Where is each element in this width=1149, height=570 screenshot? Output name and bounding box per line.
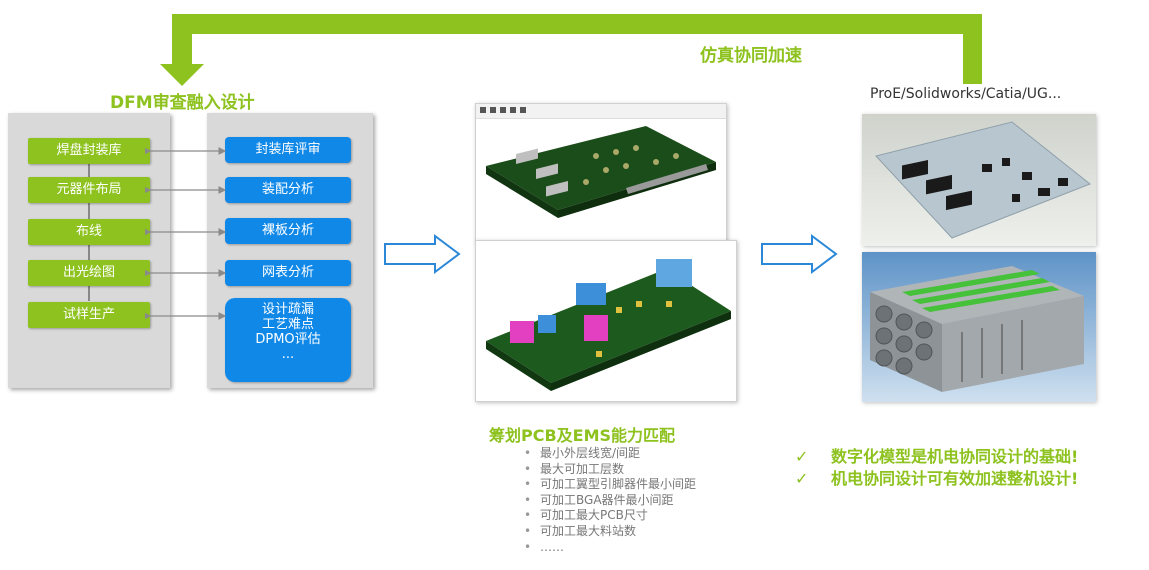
review-bare-board: 裸板分析: [225, 218, 351, 244]
review-summary-box: 设计疏漏 工艺难点 DPMO评估 ...: [225, 298, 351, 382]
conclusion-line: ✓数字化模型是机电协同设计的基础!: [795, 447, 1079, 466]
pcb-capability-list: •最小外层线宽/间距 •最大可加工层数 •可加工翼型引脚器件最小间距 •可加工B…: [524, 446, 696, 555]
mechanical-plate-image: [862, 114, 1096, 246]
link-arrows: [145, 147, 227, 320]
step-routing: 布线: [28, 219, 150, 245]
review-summary-line: DPMO评估: [255, 332, 321, 347]
list-item: •可加工翼型引脚器件最小间距: [524, 477, 697, 492]
review-summary-line: 工艺难点: [261, 317, 314, 332]
list-item: •可加工最大料站数: [524, 523, 637, 538]
list-item: •可加工BGA器件最小间距: [524, 492, 674, 507]
pcb-assembly-drawing: [483, 259, 731, 391]
pcb-layout-image: [475, 103, 727, 243]
flow-arrow-right-icon: [761, 234, 838, 274]
conclusion-line: ✓机电协同设计可有效加速整机设计!: [795, 469, 1079, 488]
list-item: •……: [524, 539, 564, 554]
review-summary-line: ...: [281, 347, 295, 362]
plate-drawing: [875, 121, 1091, 239]
review-summary-line: 设计疏漏: [261, 302, 314, 317]
list-item: •最大可加工层数: [524, 461, 625, 476]
dfm-title: DFM审查融入设计: [110, 93, 255, 113]
chassis-drawing: [870, 266, 1084, 392]
step-pad-library: 焊盘封装库: [28, 138, 150, 164]
step-prototype: 试样生产: [28, 302, 150, 328]
arrow-head-down-icon: [160, 64, 204, 86]
review-package-library: 封装库评审: [225, 137, 351, 163]
step-placement: 元器件布局: [28, 177, 150, 203]
pcb-board-drawing: [480, 107, 716, 218]
design-process-panel: 焊盘封装库 元器件布局 布线 出光绘图 试样生产: [8, 113, 170, 388]
pcb-capability-title: 筹划PCB及EMS能力匹配: [489, 426, 676, 445]
dfm-review-panel: 封装库评审 装配分析 裸板分析 网表分析 设计疏漏 工艺难点 DPMO评估 ..…: [207, 113, 373, 388]
pcb-assembly-image: [475, 240, 737, 402]
feedback-loop-label: 仿真协同加速: [700, 46, 802, 66]
list-item: •最小外层线宽/间距: [524, 446, 641, 460]
check-icon: ✓: [795, 469, 809, 488]
review-assembly: 装配分析: [225, 177, 351, 203]
flow-arrow-right-icon: [384, 234, 461, 274]
list-item: •可加工最大PCB尺寸: [524, 508, 648, 523]
mechanical-chassis-image: [862, 252, 1096, 402]
step-photoplot: 出光绘图: [28, 260, 150, 286]
check-icon: ✓: [795, 447, 809, 466]
cad-tools-label: ProE/Solidworks/Catia/UG...: [870, 86, 1062, 102]
review-netlist: 网表分析: [225, 260, 351, 286]
